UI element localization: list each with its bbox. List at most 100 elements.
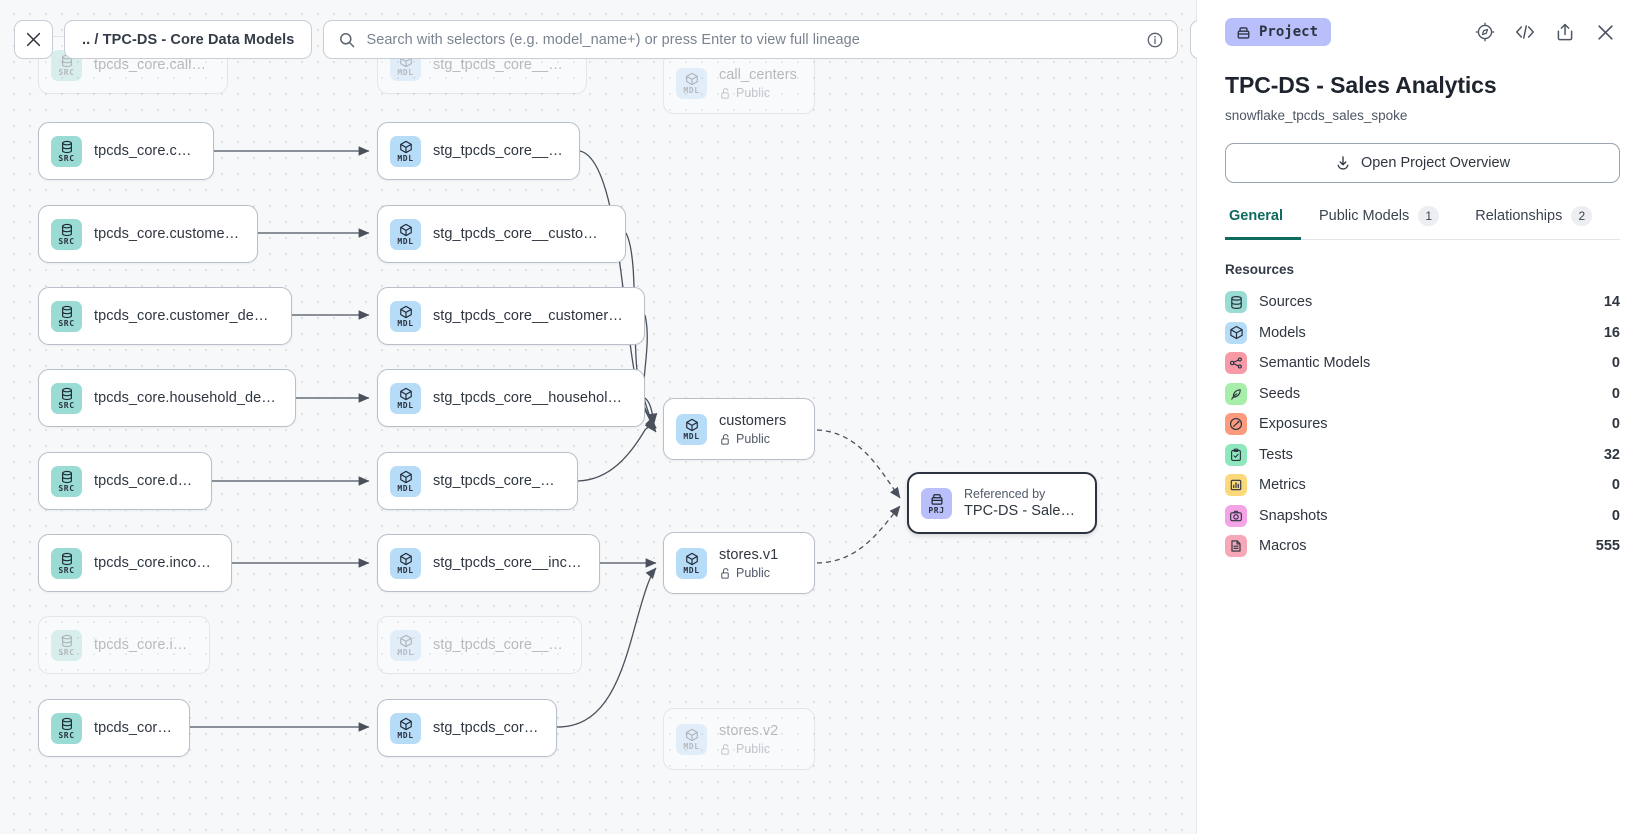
node-type-badge-mdl: MDL xyxy=(390,218,421,250)
download-overview-icon xyxy=(1337,156,1349,170)
graph-node-mdl_household_demographics[interactable]: MDL stg_tpcds_core__household_demogr… xyxy=(377,369,645,427)
node-label: tpcds_core.income_band xyxy=(94,555,215,571)
graph-node-mdl_store[interactable]: MDL stg_tpcds_core__store xyxy=(377,699,557,757)
node-type-badge-src: SRC xyxy=(51,382,82,414)
graph-node-mdl_customer_address[interactable]: MDL stg_tpcds_core__customer_address xyxy=(377,205,626,263)
node-label: customers xyxy=(719,412,787,429)
resource-count: 0 xyxy=(1611,416,1620,433)
node-type-badge-src: SRC xyxy=(51,218,82,250)
database-icon xyxy=(1225,291,1247,314)
graph-node-src_store[interactable]: SRC tpcds_core.store xyxy=(38,699,190,757)
resource-row-semantic-models[interactable]: Semantic Models 0 xyxy=(1225,348,1620,379)
graph-node-src_household_demographics[interactable]: SRC tpcds_core.household_demographics xyxy=(38,369,296,427)
graph-node-pub_customers[interactable]: MDL customers Public xyxy=(663,398,815,460)
graph-node-src_customer[interactable]: SRC tpcds_core.customer xyxy=(38,122,214,180)
resource-count: 0 xyxy=(1611,477,1620,494)
resource-name: Semantic Models xyxy=(1259,355,1371,372)
node-label: stores.v1 xyxy=(719,546,779,563)
resource-row-sources[interactable]: Sources 14 xyxy=(1225,287,1620,318)
graph-node-mdl_income_band[interactable]: MDL stg_tpcds_core__income_band xyxy=(377,534,600,592)
tab-public-models[interactable]: Public Models 1 xyxy=(1301,206,1457,240)
resource-row-exposures[interactable]: Exposures 0 xyxy=(1225,409,1620,440)
node-label: TPC-DS - Sales Analytics xyxy=(964,503,1079,519)
graph-node-pub_call_centers[interactable]: MDL call_centers Public xyxy=(663,52,815,114)
resource-name: Exposures xyxy=(1259,416,1328,433)
search-input[interactable]: Search with selectors (e.g. model_name+)… xyxy=(323,20,1179,59)
node-type-badge-src: SRC xyxy=(51,547,82,579)
detail-panel: Project xyxy=(1197,0,1648,834)
graph-node-src_inventory[interactable]: SRC tpcds_core.inventory xyxy=(38,616,210,674)
resource-count: 14 xyxy=(1603,294,1620,311)
node-type-badge-mdl: MDL xyxy=(390,629,421,661)
graph-node-mdl_customer[interactable]: MDL stg_tpcds_core__customer xyxy=(377,122,580,180)
node-type-badge-src: SRC xyxy=(51,135,82,167)
graph-node-src_customer_address[interactable]: SRC tpcds_core.customer_address xyxy=(38,205,258,263)
project-type-chip-label: Project xyxy=(1259,24,1319,40)
close-icon xyxy=(1597,24,1613,40)
node-type-badge-prj: PRJ xyxy=(921,487,952,519)
graph-node-src_income_band[interactable]: SRC tpcds_core.income_band xyxy=(38,534,232,592)
project-type-chip[interactable]: Project xyxy=(1225,18,1332,46)
resource-row-seeds[interactable]: Seeds 0 xyxy=(1225,379,1620,410)
node-label: call_centers xyxy=(719,66,797,83)
share-button[interactable] xyxy=(1550,17,1580,47)
tab-label: Public Models xyxy=(1319,208,1410,224)
resource-name: Snapshots xyxy=(1259,507,1328,524)
breadcrumb[interactable]: .. / TPC-DS - Core Data Models xyxy=(64,20,313,59)
graph-node-prj_ref[interactable]: PRJ Referenced by TPC-DS - Sales Analyti… xyxy=(907,472,1097,534)
share-icon xyxy=(1557,23,1573,41)
node-type-badge-mdl: MDL xyxy=(390,465,421,497)
node-type-badge-mdl: MDL xyxy=(676,723,707,755)
node-label: stg_tpcds_core__inventory xyxy=(433,637,565,653)
resource-row-metrics[interactable]: Metrics 0 xyxy=(1225,470,1620,501)
resource-count: 555 xyxy=(1595,538,1620,555)
resource-row-macros[interactable]: Macros 555 xyxy=(1225,531,1620,562)
resource-row-models[interactable]: Models 16 xyxy=(1225,318,1620,349)
info-circle-icon[interactable] xyxy=(1147,32,1163,48)
node-type-badge-src: SRC xyxy=(51,465,82,497)
node-visibility: Public xyxy=(719,432,786,446)
open-project-overview-button[interactable]: Open Project Overview xyxy=(1225,143,1620,183)
resource-row-snapshots[interactable]: Snapshots 0 xyxy=(1225,501,1620,532)
node-label: stg_tpcds_core__income_band xyxy=(433,555,583,571)
bars-icon xyxy=(1225,474,1247,497)
node-label: tpcds_core.customer_demographics xyxy=(94,308,275,324)
panel-header: Project xyxy=(1225,0,1620,58)
graph-node-src_customer_demographics[interactable]: SRC tpcds_core.customer_demographics xyxy=(38,287,292,345)
project-icon xyxy=(1237,26,1250,39)
close-lineage-button[interactable] xyxy=(14,20,53,59)
compass-icon xyxy=(1475,22,1495,42)
resource-row-tests[interactable]: Tests 32 xyxy=(1225,440,1620,471)
graph-node-mdl_inventory[interactable]: MDL stg_tpcds_core__inventory xyxy=(377,616,582,674)
node-type-badge-mdl: MDL xyxy=(390,712,421,744)
graph-node-mdl_customer_demographics[interactable]: MDL stg_tpcds_core__customer_demogra… xyxy=(377,287,645,345)
gauge-icon xyxy=(1225,413,1247,436)
node-label: stg_tpcds_core__customer_address xyxy=(433,226,609,242)
resource-name: Models xyxy=(1259,324,1306,341)
node-visibility: Public xyxy=(719,86,797,100)
node-visibility: Public xyxy=(719,566,778,580)
resource-count: 16 xyxy=(1603,324,1620,341)
code-button[interactable] xyxy=(1510,17,1540,47)
node-label: tpcds_core.customer_address xyxy=(94,226,241,242)
close-panel-button[interactable] xyxy=(1590,17,1620,47)
resource-count: 32 xyxy=(1603,446,1620,463)
graph-node-pub_stores_v1[interactable]: MDL stores.v1 Public xyxy=(663,532,815,594)
compass-button[interactable] xyxy=(1470,17,1500,47)
tab-count: 1 xyxy=(1418,206,1440,226)
camera-icon xyxy=(1225,504,1247,527)
graph-node-mdl_date_dim[interactable]: MDL stg_tpcds_core__date_dim xyxy=(377,452,578,510)
graph-node-src_date_dim[interactable]: SRC tpcds_core.date_dim xyxy=(38,452,212,510)
node-label: tpcds_core.inventory xyxy=(94,637,193,653)
node-type-badge-src: SRC xyxy=(51,629,82,661)
graph-node-pub_stores_v2[interactable]: MDL stores.v2 Public xyxy=(663,708,815,770)
node-relation-label: Referenced by xyxy=(964,487,1046,501)
close-icon xyxy=(26,32,41,47)
lineage-canvas[interactable]: .. / TPC-DS - Core Data Models Search wi… xyxy=(0,0,1197,834)
node-label: stg_tpcds_core__store xyxy=(433,720,540,736)
tab-general[interactable]: General xyxy=(1225,206,1301,240)
refresh-button[interactable] xyxy=(1190,20,1197,59)
resources-heading: Resources xyxy=(1225,262,1295,277)
